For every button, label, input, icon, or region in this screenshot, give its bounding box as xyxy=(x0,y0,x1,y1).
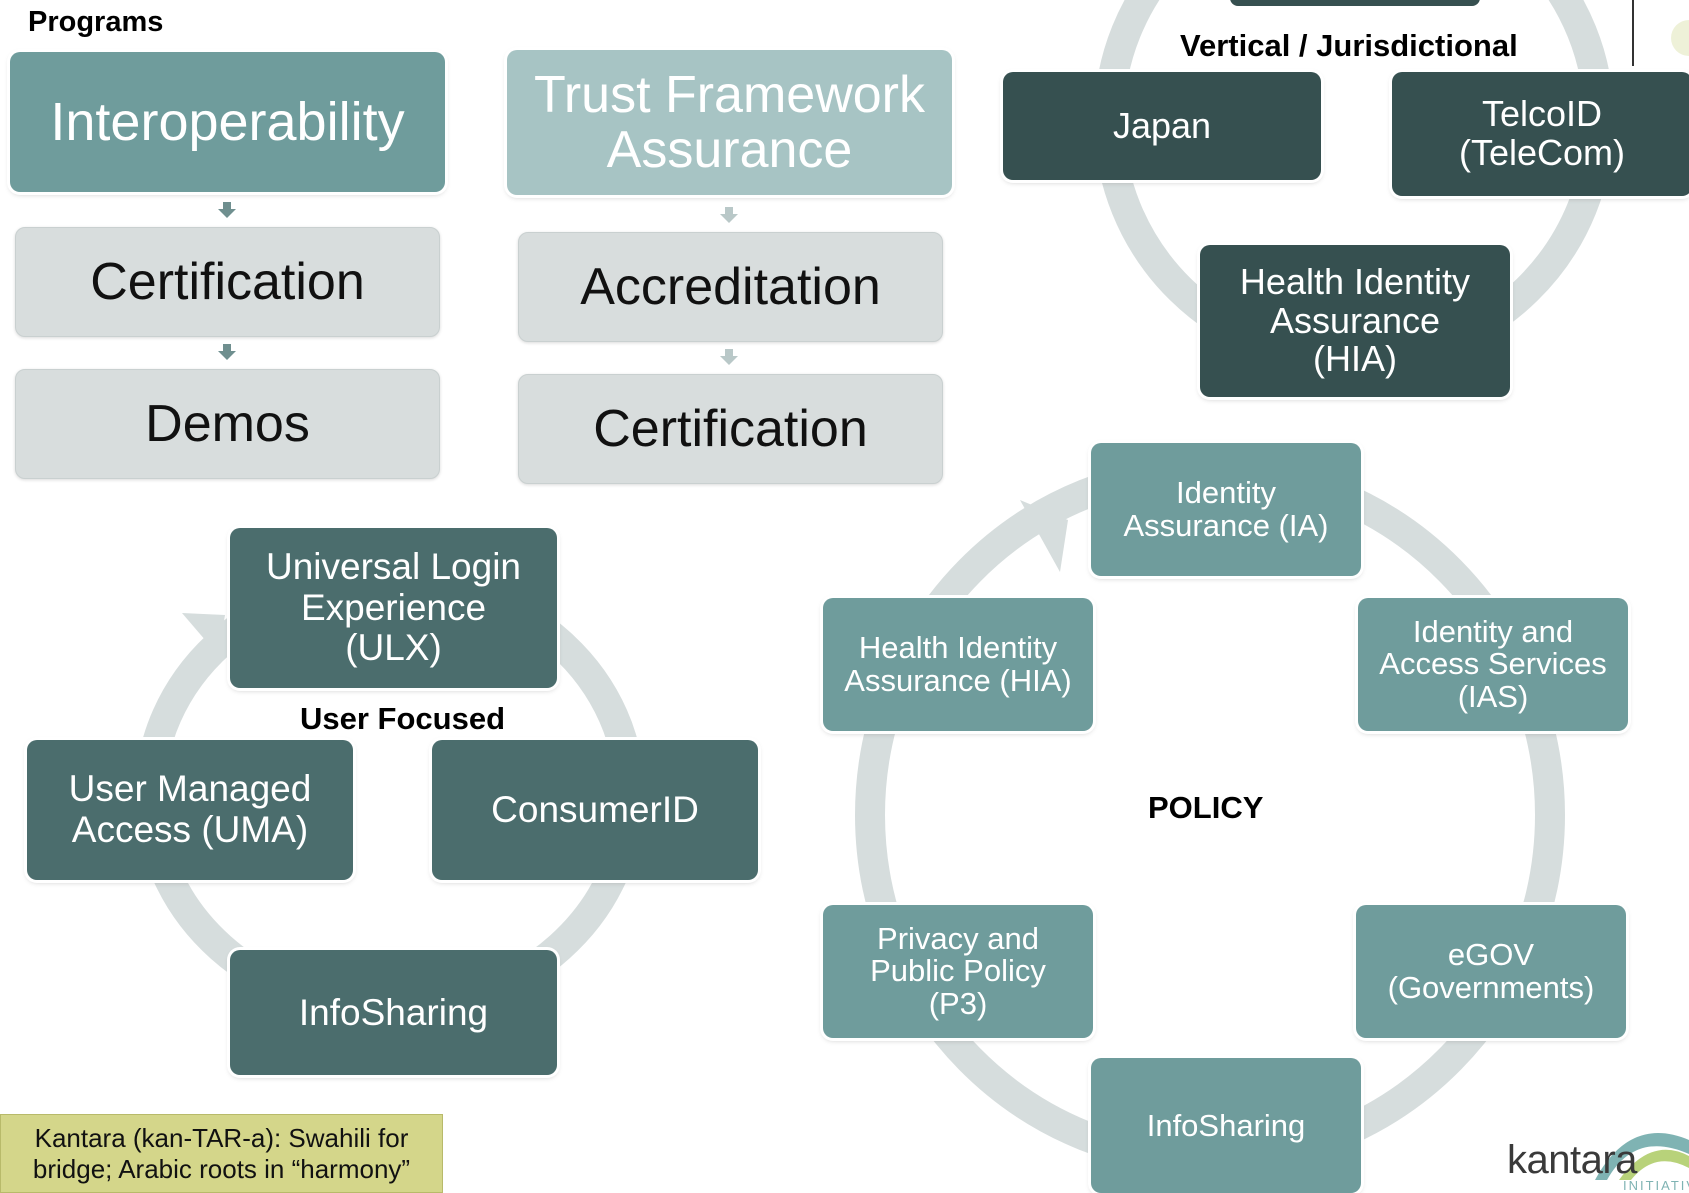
program-certification-2: Certification xyxy=(518,374,943,484)
policy-ias: Identity and Access Services (IAS) xyxy=(1358,598,1628,731)
user-focused-ulx: Universal Login Experience (ULX) xyxy=(230,528,557,688)
policy-hia: Health Identity Assurance (HIA) xyxy=(823,598,1093,731)
user-focused-consumerid: ConsumerID xyxy=(432,740,758,880)
policy-heading: POLICY xyxy=(1148,790,1264,825)
program-certification: Certification xyxy=(15,227,440,337)
kantara-logo-text: kantara xyxy=(1507,1138,1637,1182)
policy-infosharing: InfoSharing xyxy=(1091,1058,1361,1193)
program-trust-framework: Trust Framework Assurance xyxy=(507,50,952,195)
kantara-logo: kantara INITIATIV xyxy=(1505,1120,1689,1193)
kantara-definition-note: Kantara (kan-TAR-a): Swahili for bridge;… xyxy=(0,1114,443,1193)
vertical-heading: Vertical / Jurisdictional xyxy=(1180,28,1518,63)
vertical-hia: Health Identity Assurance (HIA) xyxy=(1200,245,1510,397)
user-focused-uma: User Managed Access (UMA) xyxy=(27,740,353,880)
programs-heading: Programs xyxy=(28,6,164,38)
program-interoperability: Interoperability xyxy=(10,52,445,192)
vertical-japan: Japan xyxy=(1003,72,1321,180)
policy-ia: Identity Assurance (IA) xyxy=(1091,443,1361,576)
policy-ring-arrowhead xyxy=(1020,500,1068,572)
user-focused-infosharing: InfoSharing xyxy=(230,950,557,1075)
kantara-definition-text: Kantara (kan-TAR-a): Swahili for bridge;… xyxy=(32,1122,411,1184)
decorative-circle xyxy=(1671,20,1689,56)
program-accreditation: Accreditation xyxy=(518,232,943,342)
user-focused-heading: User Focused xyxy=(300,701,506,736)
policy-p3: Privacy and Public Policy (P3) xyxy=(823,905,1093,1038)
policy-egov: eGOV (Governments) xyxy=(1356,905,1626,1038)
vertical-telcoid: TelcoID (TeleCom) xyxy=(1392,72,1689,196)
program-demos: Demos xyxy=(15,369,440,479)
user-focused-ring-arrowhead xyxy=(182,613,225,655)
vertical-top-box-edge xyxy=(1230,0,1480,6)
kantara-logo-subtext: INITIATIV xyxy=(1623,1178,1689,1193)
kantara-logo-mark xyxy=(1595,1133,1689,1180)
